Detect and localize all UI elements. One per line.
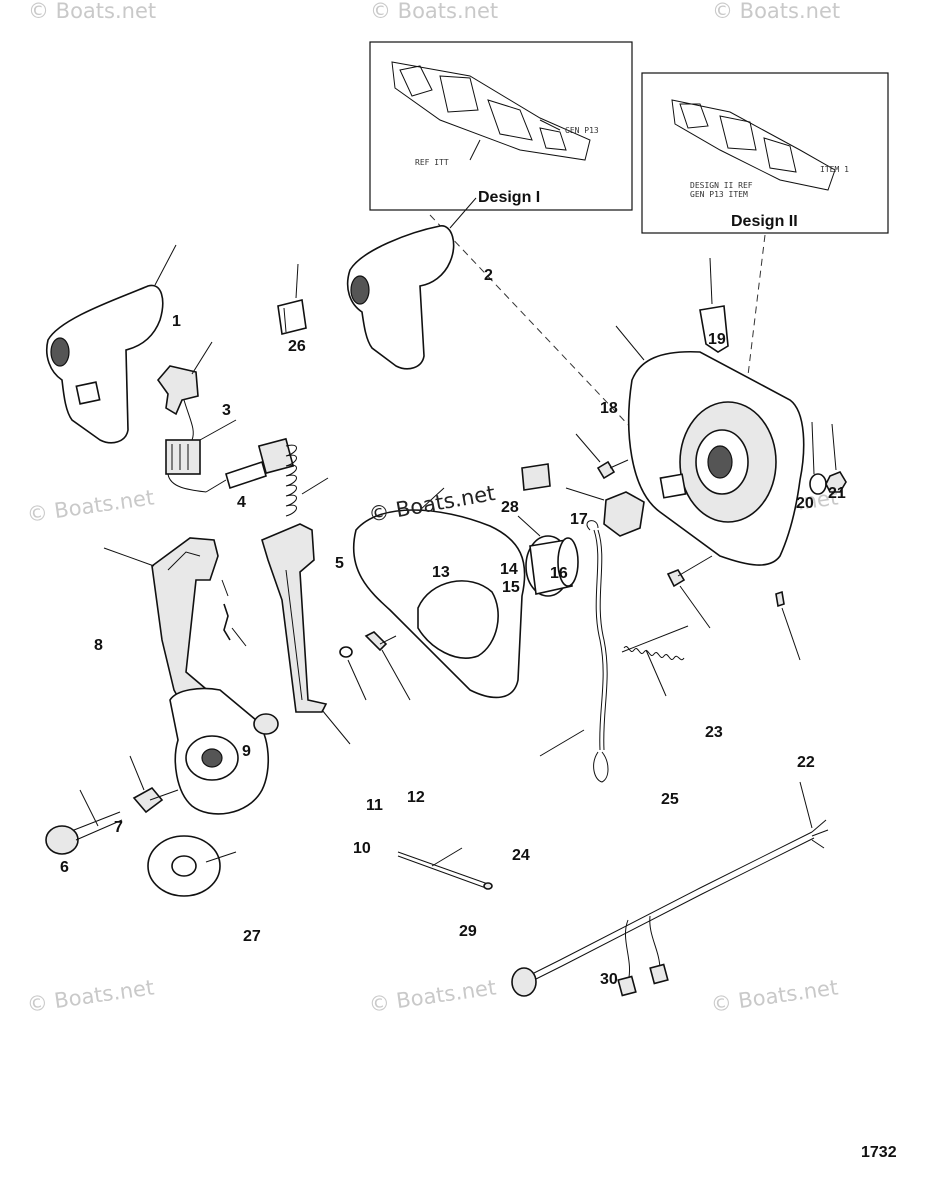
part-14-ring: [517, 515, 579, 597]
watermark: © Boats.net: [712, 0, 840, 23]
part-26-clip: [277, 263, 307, 335]
callout-9: 9: [242, 743, 251, 760]
part-20-washer: [809, 421, 827, 495]
figure-number: 1732: [861, 1144, 897, 1161]
part-27-washer: [147, 835, 237, 897]
part-3-switch: [156, 341, 237, 493]
callout-8: 8: [94, 637, 103, 654]
callout-22: 22: [797, 754, 815, 771]
part-19-clip: [699, 257, 729, 353]
svg-text:DESIGN II REF: DESIGN II REF: [690, 181, 753, 190]
callout-16: 16: [550, 565, 568, 582]
part-25-spring: [621, 625, 689, 697]
part-4-connector: [205, 437, 295, 493]
callout-28: 28: [501, 499, 519, 516]
callout-18: 18: [600, 400, 618, 417]
part-22-bolt: [666, 555, 713, 629]
part-7-screw: [129, 755, 179, 814]
part-9-arm: [169, 687, 279, 815]
callout-1: 1: [172, 313, 181, 330]
part-8-bracket: [103, 537, 247, 713]
callout-2: 2: [484, 267, 493, 284]
callout-20: 20: [796, 495, 814, 512]
callout-14: 14: [500, 561, 518, 578]
callout-30: 30: [600, 971, 618, 988]
callout-12: 12: [407, 789, 425, 806]
callout-21: 21: [828, 485, 846, 502]
callout-13: 13: [432, 564, 450, 581]
svg-text:REF ITT: REF ITT: [415, 158, 449, 167]
watermark: © Boats.net: [367, 975, 497, 1017]
callout-17: 17: [570, 511, 588, 528]
inset-design-2: DESIGN II REF GEN P13 ITEM ITEM 1 Design…: [641, 72, 889, 234]
inset-design-2-illustration: DESIGN II REF GEN P13 ITEM ITEM 1: [671, 99, 849, 199]
watermark: © Boats.net: [28, 0, 156, 23]
part-18-housing: [615, 325, 805, 566]
callout-27: 27: [243, 928, 261, 945]
part-23-pin: [775, 590, 801, 661]
callout-23: 23: [705, 724, 723, 741]
part-13-cover-plate: [352, 487, 526, 699]
inset-design-1-illustration: REF ITT GEN P13: [391, 61, 599, 167]
callout-6: 6: [60, 859, 69, 876]
callout-7: 7: [114, 819, 123, 836]
part-18-screw: [575, 433, 629, 480]
inset-design-1-caption: Design I: [478, 189, 540, 206]
callout-3: 3: [222, 402, 231, 419]
part-21-nut: [825, 423, 847, 493]
part-5-lever: [261, 444, 351, 745]
part-17-connector: [565, 487, 645, 537]
callout-10: 10: [353, 840, 371, 857]
callout-5: 5: [335, 555, 344, 572]
callout-15: 15: [502, 579, 520, 596]
part-24-pin: [397, 847, 493, 890]
watermark: © Boats.net: [370, 0, 498, 23]
inset-design-1: REF ITT GEN P13 Design I: [369, 41, 633, 211]
part-1-handle: [46, 244, 177, 444]
part-11-washer: [339, 646, 367, 701]
svg-text:ITEM 1: ITEM 1: [820, 165, 849, 174]
callout-24: 24: [512, 847, 530, 864]
callout-4: 4: [237, 494, 246, 511]
part-17-lanyard: [539, 520, 609, 783]
dashed-reference-line: [429, 214, 653, 451]
svg-text:GEN P13 ITEM: GEN P13 ITEM: [690, 190, 748, 199]
inset-design-2-caption: Design II: [731, 213, 798, 230]
callout-29: 29: [459, 923, 477, 940]
watermark: © Boats.net: [25, 975, 155, 1017]
callout-11: 11: [366, 797, 383, 814]
part-6-knob: [45, 789, 123, 855]
watermark: © Boats.net: [25, 485, 155, 527]
part-28-chip: [521, 463, 551, 491]
part-30-harness: [511, 781, 829, 997]
svg-text:GEN P13: GEN P13: [565, 126, 599, 135]
part-12-screw: [364, 631, 411, 701]
callout-25: 25: [661, 791, 679, 808]
part-2-handle: [346, 197, 477, 370]
callout-26: 26: [288, 338, 306, 355]
dashed-reference-line: [744, 234, 766, 401]
callout-19: 19: [708, 331, 726, 348]
watermark: © Boats.net: [709, 975, 839, 1017]
